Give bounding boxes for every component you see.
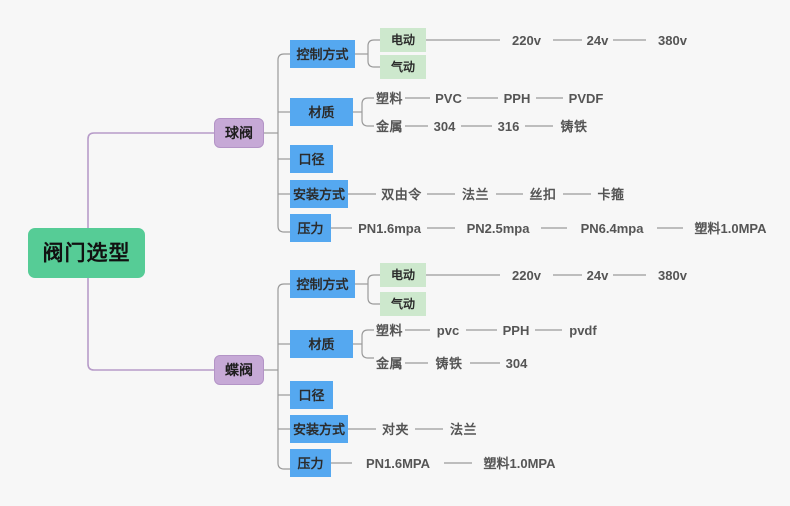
leaf-ball-pressure-pn16[interactable]: PN1.6mpa <box>358 220 421 236</box>
leaf-butterfly-plastic-pvc[interactable]: pvc <box>436 322 460 338</box>
sub-node-ball-electric[interactable]: 电动 <box>380 28 426 52</box>
leaf-ball-metal-304[interactable]: 304 <box>433 118 456 134</box>
topic-node-ball-control-method[interactable]: 控制方式 <box>290 40 355 68</box>
leaf-ball-material-plastic[interactable]: 塑料 <box>375 90 403 106</box>
leaf-butterfly-metal-304[interactable]: 304 <box>505 355 528 371</box>
leaf-ball-metal-cast-iron[interactable]: 铸铁 <box>560 118 588 134</box>
leaf-ball-pressure-plastic-10mpa[interactable]: 塑料1.0MPA <box>694 220 767 236</box>
topic-node-ball-caliber[interactable]: 口径 <box>290 145 333 173</box>
topic-node-butterfly-installation[interactable]: 安装方式 <box>290 415 348 443</box>
leaf-butterfly-install-flange[interactable]: 法兰 <box>449 421 477 437</box>
leaf-butterfly-material-metal[interactable]: 金属 <box>375 355 403 371</box>
leaf-butterfly-electric-220v[interactable]: 220v <box>512 267 541 283</box>
leaf-ball-install-clamp[interactable]: 卡箍 <box>597 186 625 202</box>
leaf-ball-plastic-pvdf[interactable]: PVDF <box>568 90 604 106</box>
leaf-ball-pressure-pn25[interactable]: PN2.5mpa <box>466 220 530 236</box>
topic-node-butterfly-pressure[interactable]: 压力 <box>290 449 331 477</box>
leaf-butterfly-pressure-pn16[interactable]: PN1.6MPA <box>365 455 431 471</box>
leaf-ball-electric-380v[interactable]: 380v <box>658 32 687 48</box>
leaf-ball-electric-220v[interactable]: 220v <box>512 32 541 48</box>
leaf-ball-pressure-pn64[interactable]: PN6.4mpa <box>580 220 644 236</box>
leaf-ball-metal-316[interactable]: 316 <box>497 118 520 134</box>
leaf-butterfly-metal-cast-iron[interactable]: 铸铁 <box>435 355 463 371</box>
leaf-butterfly-plastic-pvdf[interactable]: pvdf <box>569 322 597 338</box>
leaf-ball-electric-24v[interactable]: 24v <box>586 32 609 48</box>
leaf-butterfly-electric-380v[interactable]: 380v <box>658 267 687 283</box>
leaf-butterfly-install-wafer[interactable]: 对夹 <box>381 421 409 437</box>
topic-node-ball-installation[interactable]: 安装方式 <box>290 180 348 208</box>
leaf-ball-install-thread[interactable]: 丝扣 <box>529 186 557 202</box>
topic-node-ball-pressure[interactable]: 压力 <box>290 214 331 242</box>
leaf-butterfly-pressure-plastic-10mpa[interactable]: 塑料1.0MPA <box>483 455 556 471</box>
leaf-ball-plastic-pph[interactable]: PPH <box>503 90 531 106</box>
leaf-ball-install-double-union[interactable]: 双由令 <box>381 186 422 202</box>
branch-node-ball-valve[interactable]: 球阀 <box>214 118 264 148</box>
sub-node-butterfly-electric[interactable]: 电动 <box>380 263 426 287</box>
topic-node-ball-material[interactable]: 材质 <box>290 98 353 126</box>
branch-node-butterfly-valve[interactable]: 蝶阀 <box>214 355 264 385</box>
leaf-ball-material-metal[interactable]: 金属 <box>375 118 403 134</box>
topic-node-butterfly-caliber[interactable]: 口径 <box>290 381 333 409</box>
leaf-butterfly-plastic-pph[interactable]: PPH <box>502 322 530 338</box>
sub-node-butterfly-pneumatic[interactable]: 气动 <box>380 292 426 316</box>
leaf-ball-install-flange[interactable]: 法兰 <box>461 186 489 202</box>
topic-node-butterfly-material[interactable]: 材质 <box>290 330 353 358</box>
leaf-ball-plastic-pvc[interactable]: PVC <box>435 90 462 106</box>
leaf-butterfly-material-plastic[interactable]: 塑料 <box>375 322 403 338</box>
root-node[interactable]: 阀门选型 <box>28 228 145 278</box>
leaf-butterfly-electric-24v[interactable]: 24v <box>586 267 609 283</box>
topic-node-butterfly-control-method[interactable]: 控制方式 <box>290 270 355 298</box>
sub-node-ball-pneumatic[interactable]: 气动 <box>380 55 426 79</box>
